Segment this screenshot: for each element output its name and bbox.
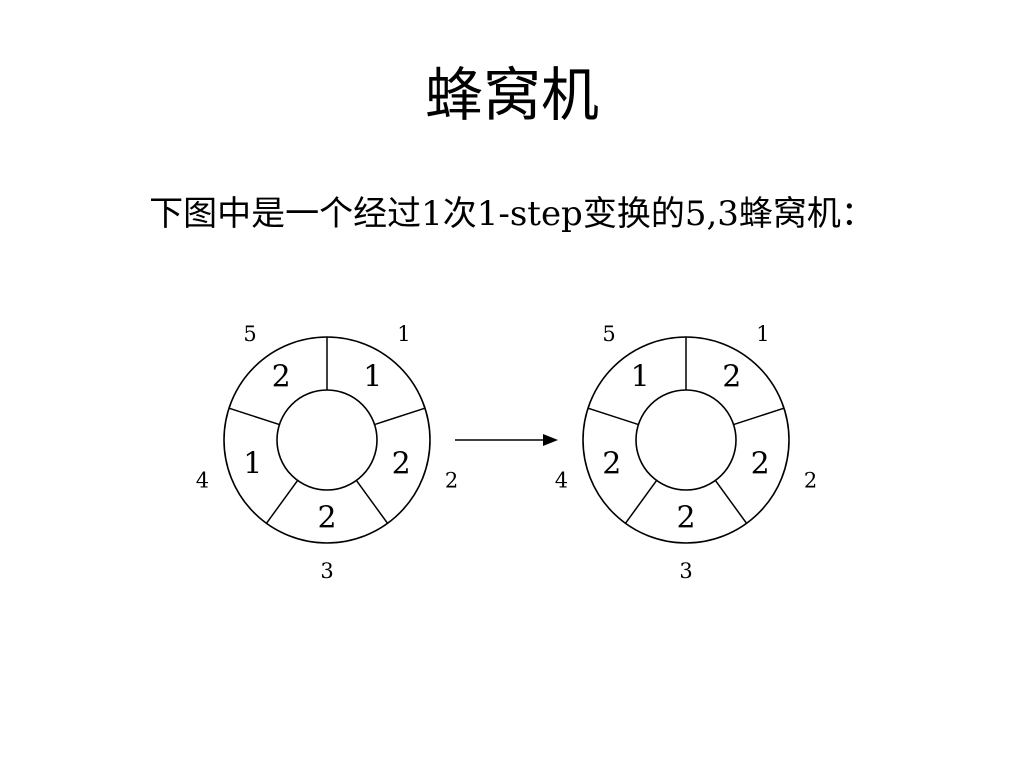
right-arrow-icon (455, 434, 558, 446)
position-label: 5 (243, 322, 256, 346)
position-label: 3 (320, 559, 333, 583)
cell-value: 1 (243, 447, 262, 482)
cell-value: 2 (751, 447, 770, 482)
cell-value: 2 (722, 359, 741, 394)
cell-value: 1 (631, 359, 650, 394)
position-label: 4 (196, 468, 209, 492)
cell-value: 2 (272, 359, 291, 394)
cell-value: 2 (602, 447, 621, 482)
position-label: 4 (555, 468, 568, 492)
position-label: 2 (445, 468, 458, 492)
cell-value: 2 (392, 447, 411, 482)
slide-subtitle: 下图中是一个经过1次1-step变换的5,3蜂窝机： (149, 194, 875, 234)
slide-title: 蜂窝机 (424, 61, 599, 129)
inner-ring (276, 389, 378, 491)
cell-divider (355, 480, 389, 524)
position-label: 2 (804, 468, 817, 492)
cell-divider (265, 480, 299, 524)
position-label: 5 (602, 322, 615, 346)
position-label: 3 (679, 559, 692, 583)
position-label: 1 (756, 322, 769, 346)
inner-ring (635, 389, 737, 491)
cell-value: 1 (363, 359, 382, 394)
cell-value: 2 (676, 501, 695, 536)
cell-value: 2 (317, 501, 336, 536)
cell-divider (587, 407, 639, 426)
cell-divider (733, 407, 785, 426)
cell-divider (624, 480, 658, 524)
cell-divider (228, 407, 280, 426)
position-label: 1 (397, 322, 410, 346)
cell-divider (374, 407, 426, 426)
cell-divider (714, 480, 748, 524)
